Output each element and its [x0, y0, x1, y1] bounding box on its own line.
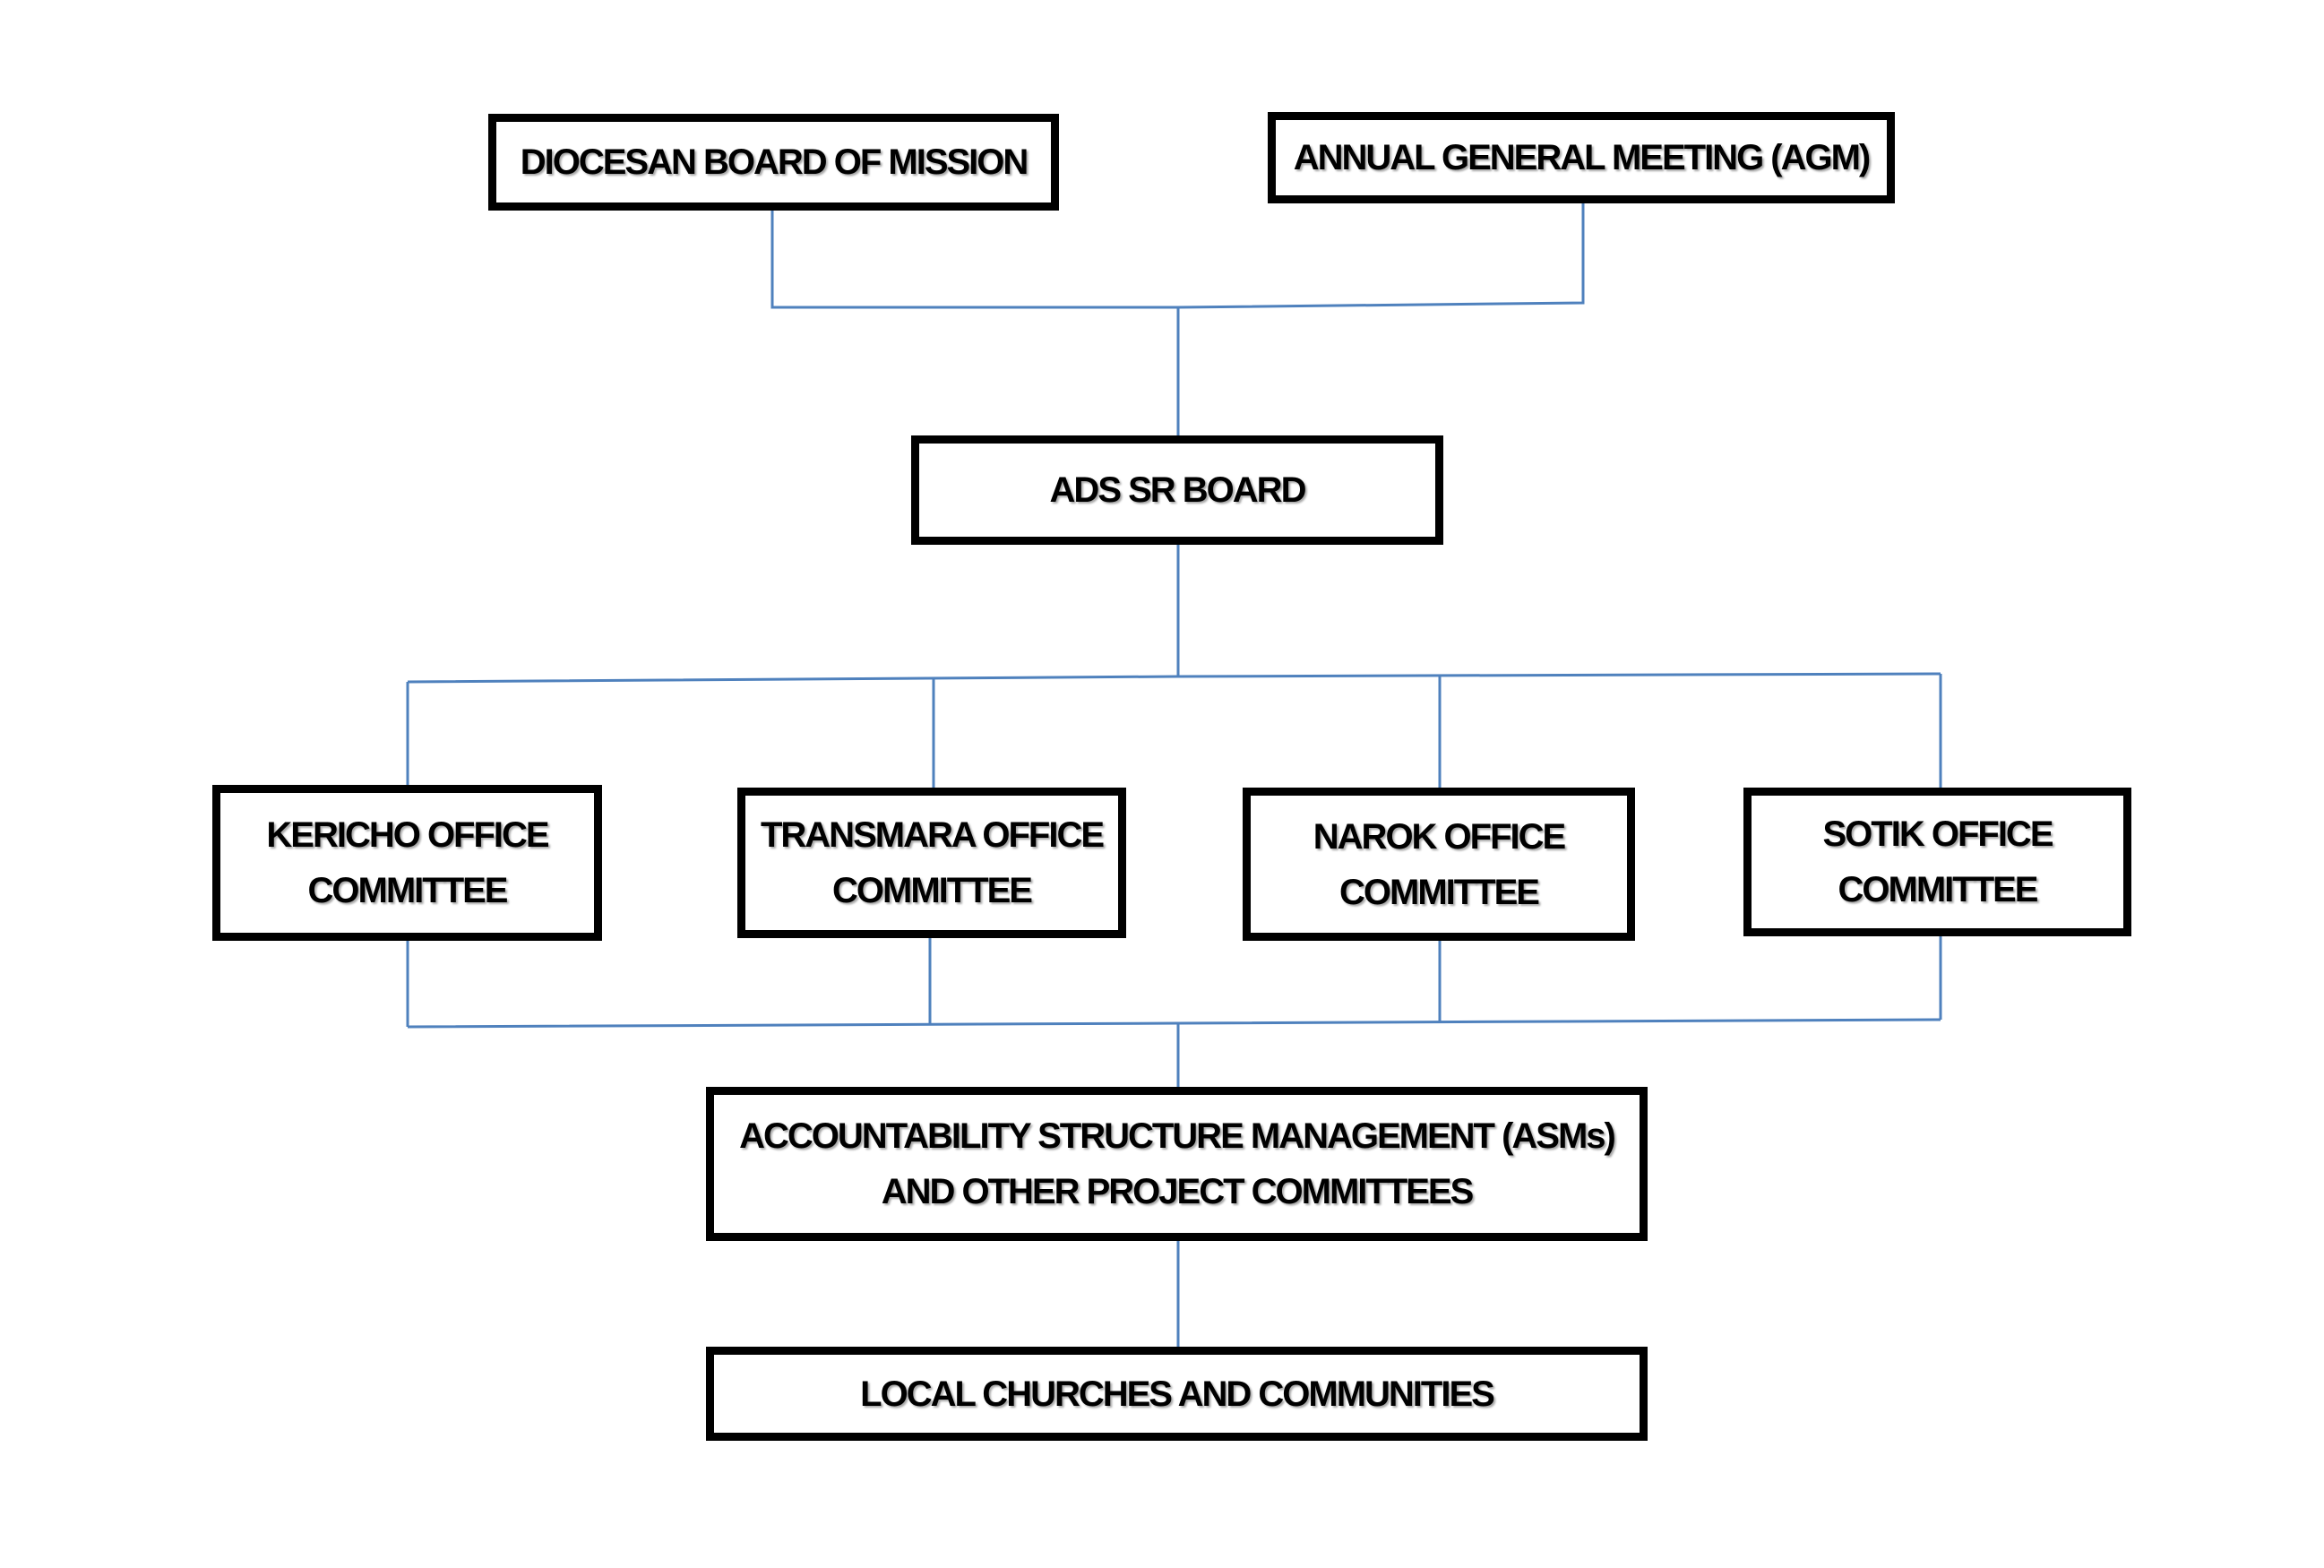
node-label-line: SOTIK OFFICE [1822, 814, 2054, 854]
node-label-line: COMMITTEE [832, 871, 1033, 910]
node-label-line: NAROK OFFICE [1313, 816, 1566, 857]
node-kericho-office-committee: KERICHO OFFICE COMMITTEE [212, 785, 602, 941]
connector-office-bus-bottom [407, 1018, 1941, 1029]
node-label-line: ANNUAL GENERAL MEETING (AGM) [1293, 138, 1872, 177]
node-sotik-office-committee: SOTIK OFFICE COMMITTEE [1743, 788, 2131, 936]
node-annual-general-meeting: ANNUAL GENERAL MEETING (AGM) [1268, 112, 1895, 203]
connector-agm [1177, 201, 1585, 309]
node-transmara-office-committee: TRANSMARA OFFICE COMMITTEE [737, 788, 1126, 938]
node-label-line: KERICHO OFFICE [266, 815, 549, 855]
node-local-churches-and-communities: LOCAL CHURCHES AND COMMUNITIES [706, 1347, 1648, 1441]
node-label-line: TRANSMARA OFFICE [760, 815, 1105, 855]
node-label-line: ADS SR BOARD [1049, 470, 1307, 510]
node-label-line: LOCAL CHURCHES AND COMMUNITIES [860, 1374, 1495, 1414]
node-label-line: COMMITTEE [1339, 872, 1540, 912]
node-diocesan-board-of-mission: DIOCESAN BOARD OF MISSION [488, 114, 1059, 211]
node-label-line: COMMITTEE [1838, 870, 2039, 909]
node-label-line: COMMITTEE [307, 871, 509, 910]
connector-office-bus-top [407, 672, 1941, 684]
node-label-line: ACCOUNTABILITY STRUCTURE MANAGEMENT (ASM… [739, 1116, 1616, 1156]
node-ads-sr-board: ADS SR BOARD [911, 435, 1443, 545]
node-label-line: AND OTHER PROJECT COMMITTEES [881, 1172, 1475, 1211]
node-label-line: DIOCESAN BOARD OF MISSION [520, 142, 1029, 182]
connector-diocesan-board [770, 208, 1178, 309]
node-accountability-structure-management: ACCOUNTABILITY STRUCTURE MANAGEMENT (ASM… [706, 1087, 1648, 1241]
node-narok-office-committee: NAROK OFFICE COMMITTEE [1243, 788, 1635, 941]
